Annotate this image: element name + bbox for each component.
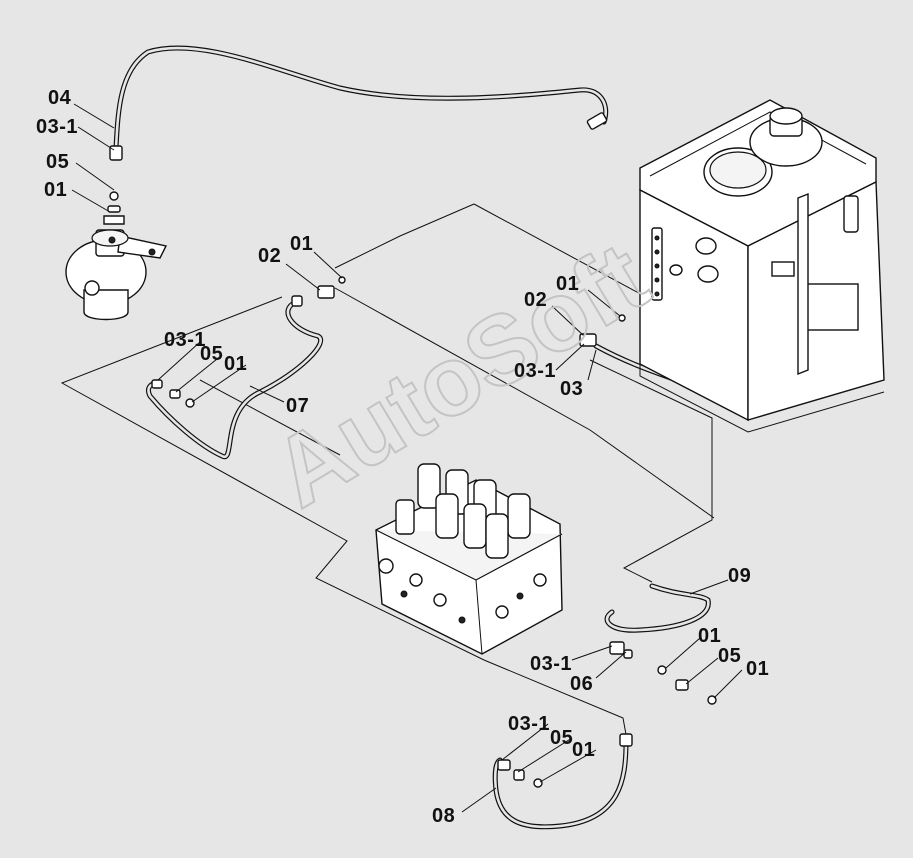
- label-08: 08: [432, 805, 455, 827]
- label-01-left: 01: [224, 353, 247, 375]
- label-01-top: 01: [44, 179, 67, 201]
- label-01-bottom: 01: [572, 739, 595, 761]
- label-06: 06: [570, 673, 593, 695]
- label-03-tank: 03: [560, 378, 583, 400]
- label-05-right: 05: [718, 645, 741, 667]
- part-labels: 04 03-1 05 01 01 02 01 02 03-1 03 03-1 0…: [36, 87, 769, 827]
- leader-lines: [71, 103, 743, 813]
- label-02-tank: 02: [524, 289, 547, 311]
- label-01-tank: 01: [556, 273, 579, 295]
- label-03-1-top: 03-1: [36, 116, 78, 138]
- hose-04: [109, 45, 609, 161]
- assembly-outline: [60, 203, 715, 741]
- label-05-top: 05: [46, 151, 69, 173]
- hose-09: [604, 583, 711, 633]
- hydraulic-tank: [639, 99, 885, 433]
- label-03-1-tank: 03-1: [514, 360, 556, 382]
- hose-08: [492, 733, 633, 830]
- hydraulic-pump: [65, 191, 168, 321]
- control-valve-block: [375, 463, 563, 655]
- label-03-1-left: 03-1: [164, 329, 206, 351]
- label-04-top: 04: [48, 87, 72, 109]
- hose-07: [145, 299, 324, 460]
- fittings: [151, 276, 717, 788]
- label-02-mid: 02: [258, 245, 281, 267]
- label-03-1-bottom: 03-1: [508, 713, 550, 735]
- label-03-1-right: 03-1: [530, 653, 572, 675]
- label-05-bottom: 05: [550, 727, 573, 749]
- label-09: 09: [728, 565, 751, 587]
- label-07: 07: [286, 395, 309, 417]
- label-01-right-a: 01: [698, 625, 721, 647]
- label-01-mid: 01: [290, 233, 313, 255]
- label-01-right-b: 01: [746, 658, 769, 680]
- label-05-left: 05: [200, 343, 223, 365]
